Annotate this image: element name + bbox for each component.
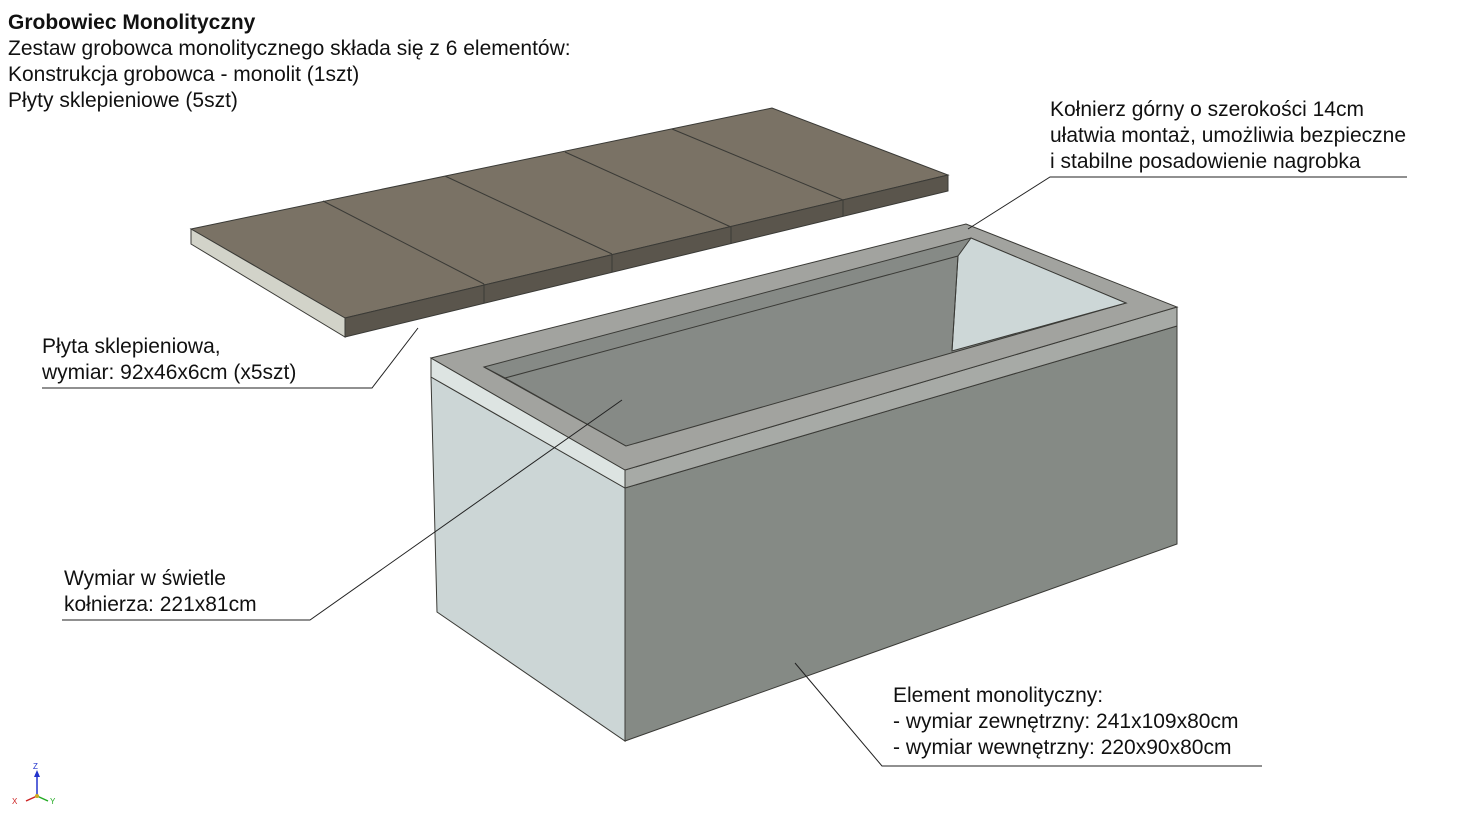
header-line-2: Konstrukcja grobowca - monolit (1szt)	[8, 63, 360, 86]
vault-slabs	[189, 107, 950, 338]
axis-x-label: X	[12, 797, 18, 806]
header-line-3: Płyty sklepieniowe (5szt)	[8, 89, 238, 112]
slab-callout-line-1: Płyta sklepieniowa,	[42, 335, 221, 358]
inner-floor-edge	[504, 377, 627, 447]
header-line-1: Zestaw grobowca monolitycznego składa si…	[8, 37, 571, 60]
element-callout-line-1: Element monolityczny:	[893, 684, 1104, 707]
slab-callout-line-2: wymiar: 92x46x6cm (x5szt)	[42, 361, 297, 384]
element-leader	[794, 662, 1262, 767]
slab-leader	[42, 327, 419, 389]
axis-x-line	[25, 795, 38, 802]
axis-triad	[25, 770, 49, 802]
slab-seam-4	[671, 128, 844, 201]
element-callout: Element monolityczny: - wymiar zewnętrzn…	[893, 683, 1238, 761]
header-block: Grobowiec Monolityczny Zestaw grobowca m…	[8, 10, 571, 114]
flange-callout-line-3: i stabilne posadowienie nagrobka	[1050, 150, 1361, 173]
axis-origin	[35, 794, 39, 798]
leader-lines	[42, 176, 1407, 767]
slab-callout: Płyta sklepieniowa, wymiar: 92x46x6cm (x…	[42, 334, 296, 386]
flange-callout: Kołnierz górny o szerokości 14cm ułatwia…	[1050, 97, 1406, 175]
axis-z-label: Z	[33, 762, 38, 771]
element-callout-line-3: - wymiar wewnętrzny: 220x90x80cm	[893, 736, 1232, 759]
axis-y-line	[36, 795, 49, 802]
clear-dimension-callout: Wymiar w świetle kołnierza: 221x81cm	[64, 566, 257, 618]
clear-leader	[62, 399, 623, 621]
slab-seam-1	[322, 200, 485, 285]
flange-callout-line-2: ułatwia montaż, umożliwia bezpieczne	[1050, 124, 1407, 147]
flange-callout-line-1: Kołnierz górny o szerokości 14cm	[1050, 98, 1364, 121]
axis-y-label: Y	[50, 797, 56, 806]
slab-seam-2	[444, 175, 613, 255]
clear-callout-line-2: kołnierza: 221x81cm	[64, 593, 257, 616]
monolith-box	[429, 223, 1179, 742]
axis-z-arrow	[34, 770, 40, 777]
flange-leader	[967, 176, 1407, 230]
slab-seam-3	[564, 151, 732, 228]
inner-corner-edge	[951, 255, 959, 352]
page-title: Grobowiec Monolityczny	[8, 11, 256, 34]
slab-side-face	[190, 228, 346, 338]
element-callout-line-2: - wymiar zewnętrzny: 241x109x80cm	[893, 710, 1239, 733]
clear-callout-line-1: Wymiar w świetle	[64, 567, 226, 590]
